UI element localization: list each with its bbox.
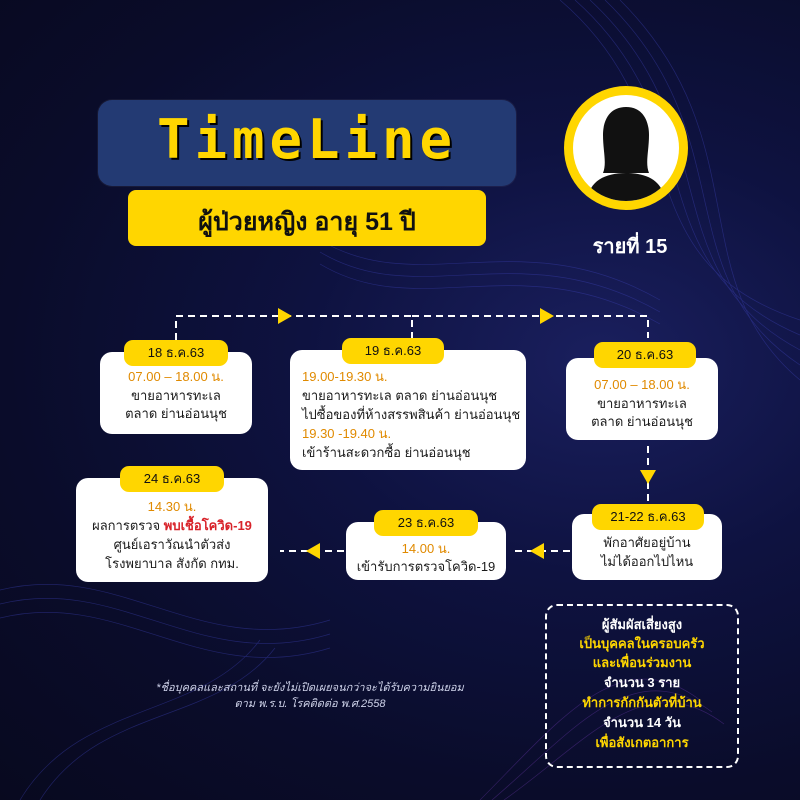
date-badge: 20 ธ.ค.63	[594, 342, 696, 368]
footnote-line-1: *ชื่อบุคคลและสถานที่ จะยังไม่เปิดเผยจนกว…	[156, 682, 464, 694]
event-detail: ตลาด ย่านอ่อนนุช	[125, 406, 227, 421]
date-badge: 23 ธ.ค.63	[374, 510, 478, 536]
event-time: 19.00-19.30 น.	[302, 369, 388, 384]
contacts-info-box: ผู้สัมผัสเสี่ยงสูง เป็นบุคคลในครอบครัว แ…	[545, 604, 739, 768]
event-detail: ไม่ได้ออกไปไหน	[600, 554, 694, 569]
event-detail: โรงพยาบาล สังกัด กทม.	[105, 556, 239, 571]
event-time: 07.00 – 18.00 น.	[128, 369, 224, 384]
test-result: ผลการตรวจ พบเชื้อโควิด-19	[76, 517, 268, 535]
footnote-line-2: ตาม พ.ร.บ. โรคติดต่อ พ.ศ.2558	[234, 698, 386, 710]
event-time: 19.30 -19.40 น.	[302, 426, 392, 441]
event-time: 14.00 น.	[401, 541, 451, 556]
patient-description: ผู้ป่วยหญิง อายุ 51 ปี	[198, 208, 416, 236]
event-card-20-dec: 07.00 – 18.00 น. ขายอาหารทะเล ตลาด ย่านอ…	[566, 358, 718, 440]
date-badge: 19 ธ.ค.63	[342, 338, 444, 364]
event-detail: ศูนย์เอราวัณนำตัวส่ง	[113, 537, 231, 552]
date-badge: 24 ธ.ค.63	[120, 466, 224, 492]
event-card-19-dec: 19.00-19.30 น. ขายอาหารทะเล ตลาด ย่านอ่อ…	[290, 350, 526, 470]
event-time: 07.00 – 18.00 น.	[594, 377, 690, 392]
event-detail: ขายอาหารทะเล ตลาด ย่านอ่อนนุช	[302, 388, 498, 403]
person-silhouette-icon	[587, 107, 665, 201]
case-number: รายที่ 15	[592, 236, 668, 258]
contacts-detail: ทำการกักกันตัวที่บ้าน	[582, 695, 702, 710]
contacts-heading: ผู้สัมผัสเสี่ยงสูง	[601, 617, 683, 632]
event-detail: ไปซื้อของที่ห้างสรรพสินค้า ย่านอ่อนนุช	[302, 407, 521, 422]
event-time: 14.30 น.	[147, 499, 197, 514]
event-detail: ตลาด ย่านอ่อนนุช	[591, 414, 693, 429]
event-detail: เข้าร้านสะดวกซื้อ ย่านอ่อนนุช	[302, 445, 471, 460]
date-badge: 21-22 ธ.ค.63	[592, 504, 704, 530]
contacts-detail: และเพื่อนร่วมงาน	[592, 655, 692, 670]
contacts-count: จำนวน 3 ราย	[603, 675, 681, 690]
test-result-positive: พบเชื้อโควิด-19	[163, 518, 252, 533]
page-title: TimeLine	[156, 108, 458, 171]
title-banner: TimeLine	[98, 100, 516, 186]
event-card-24-dec: 14.30 น. ผลการตรวจ พบเชื้อโควิด-19 ศูนย์…	[76, 478, 268, 582]
event-detail: พักอาศัยอยู่บ้าน	[603, 535, 691, 550]
quarantine-duration: จำนวน 14 วัน	[603, 715, 681, 730]
subtitle-banner: ผู้ป่วยหญิง อายุ 51 ปี	[128, 190, 486, 246]
event-detail: ขายอาหารทะเล	[597, 396, 687, 411]
date-badge: 18 ธ.ค.63	[124, 340, 228, 366]
event-detail: ขายอาหารทะเล	[131, 388, 221, 403]
contacts-detail: เพื่อสังเกตอาการ	[595, 735, 689, 750]
event-detail: เข้ารับการตรวจโควิด-19	[356, 559, 496, 574]
avatar	[564, 86, 688, 210]
contacts-detail: เป็นบุคคลในครอบครัว	[579, 636, 705, 651]
test-result-prefix: ผลการตรวจ	[92, 518, 164, 533]
